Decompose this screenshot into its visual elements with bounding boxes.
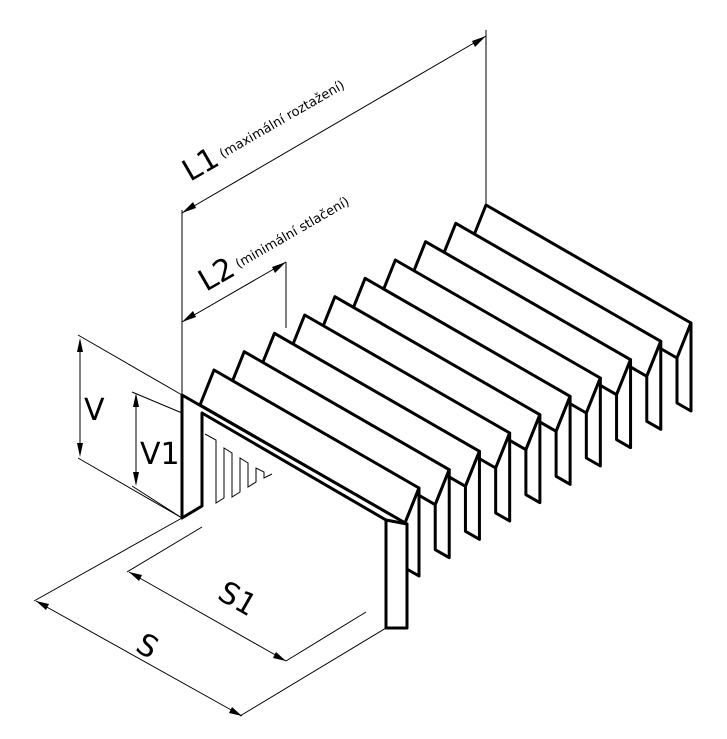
fold-side-wall — [494, 431, 512, 523]
label-L2-note: (minimální stlačení) — [233, 195, 352, 272]
fold-side-wall — [554, 394, 572, 486]
label-V: V — [84, 393, 105, 428]
fold-side-wall — [675, 321, 693, 413]
dimension-lines — [35, 35, 487, 717]
fold-side-wall — [584, 376, 602, 468]
bellows-folds — [198, 203, 693, 578]
fold-side-wall — [433, 468, 451, 560]
label-V1: V1 — [140, 437, 180, 472]
label-S1: S1 — [212, 575, 263, 624]
label-L1-note: (maximální roztažení) — [217, 78, 347, 162]
extension-lines — [33, 30, 487, 717]
fold-side-wall — [615, 358, 633, 450]
front-frame — [180, 393, 409, 630]
fold-side-wall — [524, 413, 542, 505]
label-S: S — [130, 627, 164, 667]
fold-side-wall — [645, 339, 663, 431]
fold-side-wall — [463, 449, 481, 541]
